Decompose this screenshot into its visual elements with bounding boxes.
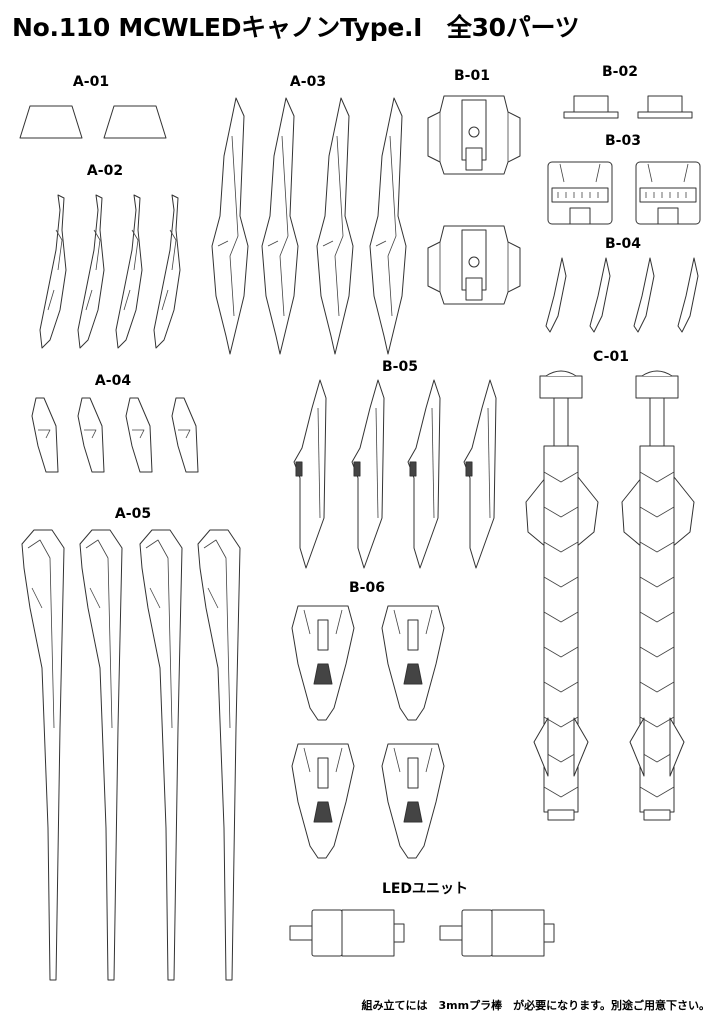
- part-a01-pair: [19, 105, 167, 139]
- part-a05-set: [21, 529, 241, 981]
- part-a04-set: [31, 397, 199, 473]
- label-c01: C-01: [593, 349, 629, 365]
- label-a01: A-01: [72, 74, 110, 90]
- part-c01-pair: [525, 370, 695, 821]
- part-a02-set: [39, 194, 181, 349]
- label-b02: B-02: [602, 64, 638, 80]
- label-b01: B-01: [454, 68, 490, 84]
- part-a03-set: [211, 97, 407, 355]
- label-a05: A-05: [114, 506, 152, 522]
- label-a03: A-03: [289, 74, 327, 90]
- label-b05: B-05: [382, 359, 418, 375]
- label-led-unit: LEDユニット: [381, 881, 469, 897]
- part-led-unit-pair: [289, 909, 555, 957]
- part-b04-set: [545, 257, 699, 333]
- part-b01-set: [427, 95, 521, 305]
- label-b06: B-06: [349, 580, 385, 596]
- part-b02-pair: [563, 95, 693, 119]
- label-b03: B-03: [605, 133, 641, 149]
- label-a04: A-04: [94, 373, 132, 389]
- label-b04: B-04: [605, 236, 641, 252]
- footer-note: 組み立てには 3mmプラ棒 が必要になります。別途ご用意下さい。: [361, 999, 710, 1012]
- part-b03-pair: [547, 161, 701, 225]
- label-a02: A-02: [86, 163, 124, 179]
- part-b05-set: [293, 379, 497, 569]
- sheet-title: No.110 MCWLEDキャノンType.Ⅰ 全30パーツ: [12, 13, 580, 42]
- part-b06-set: [291, 605, 445, 859]
